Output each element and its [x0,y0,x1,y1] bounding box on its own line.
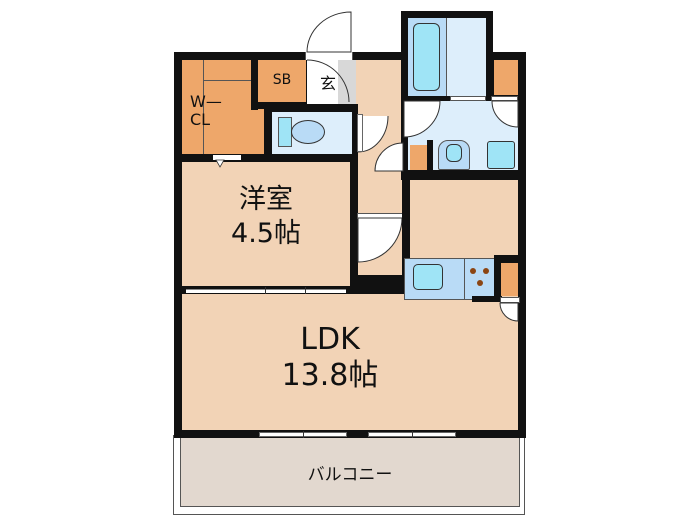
western-room-label: 洋室 4.5帖 [182,183,350,251]
sliding-door-divider-1 [265,287,266,294]
western-room-name: 洋室 [239,184,293,215]
wcl-door-marker [215,159,225,168]
wcl-label: W— CL [190,93,222,129]
entrance-inner-swing [306,59,350,103]
bedroom-wall-right [350,154,358,294]
cabinet-wall [427,140,433,172]
walk-in-closet [182,60,264,154]
wcl-shelf-line [203,60,204,154]
bedroom-wall-top [174,154,358,162]
western-room [182,162,350,286]
entrance-label: 玄 [319,74,336,93]
entrance-door-gap [305,52,353,60]
window-2-divider [412,431,413,438]
entrance-wall-bottom [304,104,356,112]
wcl-label-line1: W— [190,92,222,111]
toilet-door-gap [357,114,363,152]
toilet-wall-right [352,104,358,162]
sb-label: SB [272,72,292,88]
bath-wash-area-inner [447,18,486,96]
ldk-label: LDK 13.8帖 [270,322,390,394]
entrance-door-swing [306,11,352,53]
ldk-room [182,294,518,430]
balcony [180,436,520,507]
pantry-wall-left [494,255,501,297]
washroom-cabinet [410,145,427,170]
hall-wall-right [402,170,410,232]
entrance-floor [307,60,338,104]
wcl-label-line2: CL [190,110,211,129]
wcl-door-gap [213,155,241,160]
entrance-step [338,60,356,104]
wcl-shelf-line2 [204,80,258,81]
stove-burner-1 [470,268,476,274]
pantry-door-swing [499,302,519,322]
wash-storage [494,60,518,95]
toilet-wall-left [264,104,272,154]
kitchen-wall-top [402,170,526,178]
bath-door-gap [450,96,486,101]
sb-wall-bottom [251,102,307,109]
pantry-wall [494,255,526,263]
ldk-name: LDK [300,322,360,357]
sb-wall [251,60,258,110]
hall-storage-door-swing [374,142,404,172]
bathtub-icon [413,23,440,91]
toilet-bowl-icon [291,120,325,144]
shoe-box-inner [258,60,306,102]
balcony-label: バルコニー [307,465,393,485]
washroom-door-swing [403,100,441,138]
stove-burner-2 [483,268,489,274]
pantry-wall-bottom [472,296,502,302]
bath-divider [446,18,447,96]
washing-machine-icon [487,141,515,169]
window-1-divider [303,431,304,438]
sliding-door-divider-2 [305,287,306,294]
toilet-tank-icon [278,117,292,147]
bedroom-door-swing [357,217,403,263]
bedroom-sliding-door [186,289,346,293]
western-room-size: 4.5帖 [231,218,301,249]
ldk-size: 13.8帖 [281,358,379,393]
counter-divider [464,258,465,300]
pantry-storage [501,263,518,296]
washbasin-bowl [446,144,462,162]
stove-burner-3 [477,280,483,286]
wash-door-swing [491,100,519,128]
sink-icon [413,264,443,290]
